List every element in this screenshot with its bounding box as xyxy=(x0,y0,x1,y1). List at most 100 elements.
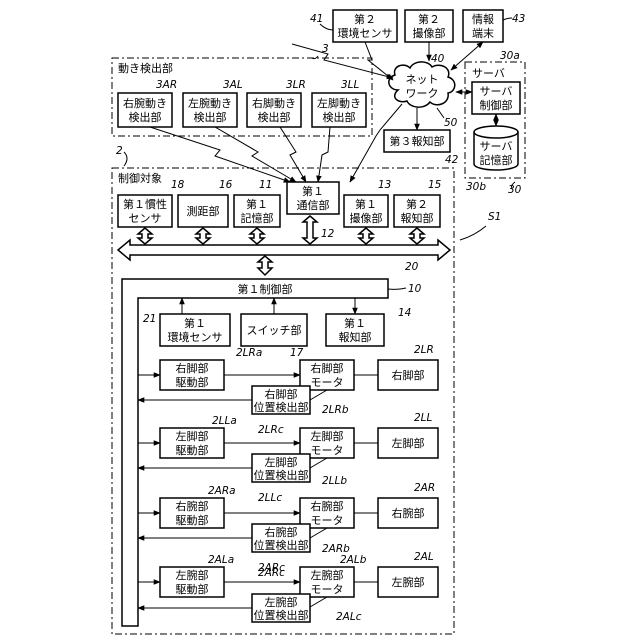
left-arm-pos-label-1: 左腕部 xyxy=(265,595,298,609)
left-arm-motor-label-2: モータ xyxy=(311,583,344,596)
third-notifier-label: 第３報知部 xyxy=(390,134,445,148)
ref-16: 16 xyxy=(219,179,233,191)
left-leg-channel: 左脚部 駆動部 2LLa 左脚部 モータ 左脚部 2LL 左脚部 位置検出部 2… xyxy=(138,412,438,504)
ref-3: 3 xyxy=(322,43,329,55)
right-arm-driver-label-2: 駆動部 xyxy=(176,513,209,527)
notifier1-label-2: 報知部 xyxy=(339,330,372,344)
left-arm-motor-label-1: 左腕部 xyxy=(311,568,344,582)
link-lleg-motor-pos xyxy=(310,458,327,468)
motion-detection-label: 動き検出部 xyxy=(118,61,173,75)
left-arm-driver-label-2: 駆動部 xyxy=(176,582,209,596)
inertial-sensor-label-2: センサ xyxy=(129,212,162,225)
ref-2ARa: 2ARa xyxy=(208,485,236,497)
ref-13: 13 xyxy=(378,179,391,191)
left-arm-motion-label-2: 検出部 xyxy=(194,110,227,124)
bus-link-comm1 xyxy=(303,216,317,244)
bus-link-inertial xyxy=(138,228,152,244)
right-arm-label: 右腕部 xyxy=(392,506,425,520)
right-leg-label: 右脚部 xyxy=(392,368,425,382)
ref-12: 12 xyxy=(321,228,335,240)
ref-3LR: 3LR xyxy=(286,79,306,91)
camera1-label-2: 撮像部 xyxy=(350,211,383,225)
ref-41: 41 xyxy=(310,13,323,25)
link-lleg-comm1 xyxy=(318,127,330,182)
right-arm-motor-label-2: モータ xyxy=(311,514,344,527)
right-leg-pos-label-1: 右脚部 xyxy=(265,387,298,401)
notifier2-label-1: 第２ xyxy=(406,197,428,211)
link-larm-motor-pos xyxy=(310,597,327,607)
left-arm-channel: 左腕部 駆動部 2ALa 左腕部 モータ 2ALb 左腕部 2AL 左腕部 位置… xyxy=(138,551,438,623)
ref-2ALc: 2ALc xyxy=(336,611,362,623)
right-leg-channel: 右脚部 駆動部 2LRa 右脚部 モータ 右脚部 2LR 右脚部 位置検出部 2… xyxy=(138,344,438,436)
leader-2 xyxy=(124,152,127,166)
ref-10: 10 xyxy=(408,283,422,295)
left-leg-motor-label-1: 左脚部 xyxy=(311,429,344,443)
bus-20 xyxy=(118,240,450,260)
ref-2LRc: 2LRc xyxy=(258,424,284,436)
left-arm-motion-label-1: 左腕動き xyxy=(188,96,232,110)
bus-link-rangefinder xyxy=(196,228,210,244)
env-sensor1-label-2: 環境センサ xyxy=(168,330,223,344)
ref-2AR: 2AR xyxy=(414,482,435,494)
link-rarm-comm1 xyxy=(150,127,290,182)
right-arm-motor-label-1: 右腕部 xyxy=(311,499,344,513)
ref-18: 18 xyxy=(171,179,185,191)
ref-2LR: 2LR xyxy=(414,344,434,356)
ref-30a: 30a xyxy=(500,50,520,62)
ref-2LLa: 2LLa xyxy=(212,415,237,427)
left-arm-pos-label-2: 位置検出部 xyxy=(254,608,309,622)
comm1-label-1: 第１ xyxy=(302,184,324,198)
right-leg-motion-label-2: 検出部 xyxy=(258,110,291,124)
link-rleg-motor-pos xyxy=(310,390,327,400)
notifier2-label-2: 報知部 xyxy=(401,211,434,225)
right-arm-pos-label-1: 右腕部 xyxy=(265,525,298,539)
left-leg-driver-label-1: 左脚部 xyxy=(176,429,209,443)
ref-3AL: 3AL xyxy=(223,79,243,91)
right-arm-motion-label-1: 右腕動き xyxy=(123,96,167,110)
right-leg-pos-label-2: 位置検出部 xyxy=(254,400,309,414)
rangefinder-label: 測距部 xyxy=(187,204,220,218)
controlled-object-group: 制御対象 2 S1 第１慣性 センサ 18 測距部 16 第１ 記憶部 11 第… xyxy=(112,145,501,634)
right-leg-motor-label-2: モータ xyxy=(311,376,344,389)
info-terminal-label-1: 情報 xyxy=(472,13,494,26)
leader-43 xyxy=(503,18,512,20)
left-leg-driver-label-2: 駆動部 xyxy=(176,443,209,457)
ref-2LRa: 2LRa xyxy=(236,347,262,359)
right-arm-channel: 右腕部 駆動部 2ARa 右腕部 モータ 右腕部 2AR 右腕部 位置検出部 2… xyxy=(138,482,438,574)
server-controller-label-2: 制御部 xyxy=(480,98,513,112)
camera1-label-1: 第１ xyxy=(355,197,377,211)
ref-40: 40 xyxy=(431,53,445,65)
ref-2LL: 2LL xyxy=(414,412,433,424)
switch-label: スイッチ部 xyxy=(247,323,302,337)
ref-2LLc: 2LLc xyxy=(258,492,282,504)
link-terminal-network xyxy=(451,42,483,70)
right-arm-driver-label-1: 右腕部 xyxy=(176,499,209,513)
ref-11: 11 xyxy=(259,179,272,191)
ref-14: 14 xyxy=(398,307,411,319)
right-arm-motion-label-2: 検出部 xyxy=(129,110,162,124)
link-rarm-motor-pos xyxy=(310,528,327,538)
server-controller-label-1: サーバ xyxy=(480,85,513,98)
second-camera-label-2: 撮像部 xyxy=(413,26,446,40)
second-camera-label-1: 第２ xyxy=(418,12,440,26)
bus-link-storage1 xyxy=(250,228,264,244)
ref-2LLb: 2LLb xyxy=(322,475,347,487)
bus-link-camera1 xyxy=(359,228,373,244)
ref-2: 2 xyxy=(116,145,123,157)
link-rleg-comm1 xyxy=(280,127,306,182)
right-arm-pos-label-2: 位置検出部 xyxy=(254,538,309,552)
ref-20: 20 xyxy=(405,261,419,273)
bus-link-notifier2 xyxy=(410,228,424,244)
ref-2ARc-lower: 2ARc xyxy=(258,567,285,579)
ref-42: 42 xyxy=(445,154,459,166)
notifier1-label-1: 第１ xyxy=(344,316,366,330)
network-label-2: ワーク xyxy=(406,87,439,100)
env-sensor1-label-1: 第１ xyxy=(184,316,206,330)
leader-50 xyxy=(437,108,444,118)
left-arm-label: 左腕部 xyxy=(392,575,425,589)
ref-2ALa: 2ALa xyxy=(208,554,234,566)
ref-50: 50 xyxy=(444,117,458,129)
storage1-label-2: 記憶部 xyxy=(241,211,274,225)
